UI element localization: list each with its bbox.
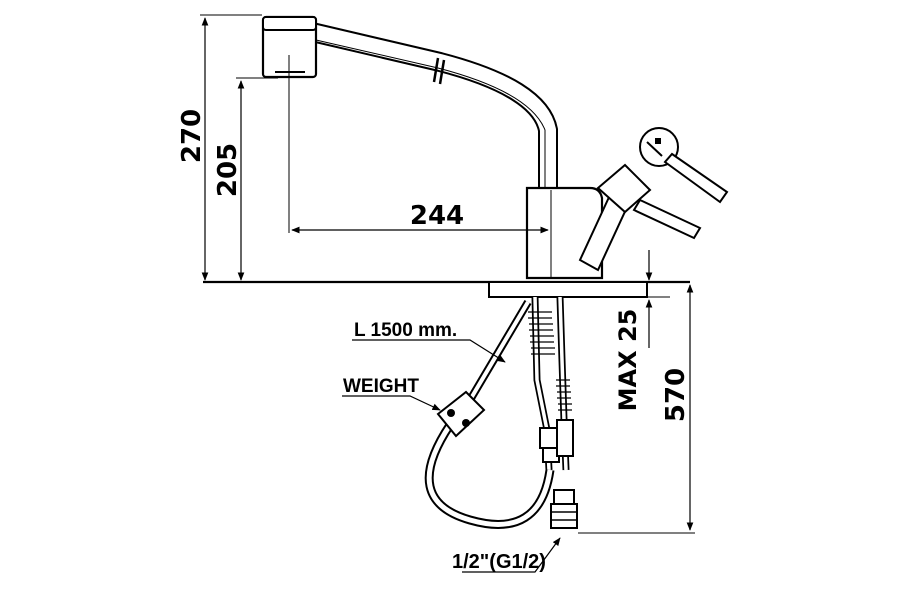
handle-lever (596, 163, 702, 240)
faucet-body (525, 186, 630, 280)
leader-lines (342, 339, 561, 573)
label-270: 270 (177, 109, 207, 163)
dimension-570 (578, 284, 695, 534)
dimension-max25 (630, 250, 670, 348)
dimension-205 (236, 77, 278, 281)
label-weight: WEIGHT (343, 376, 419, 397)
label-570: 570 (661, 368, 691, 422)
handle-detail (639, 127, 729, 204)
label-244: 244 (410, 201, 464, 231)
hose-weight (436, 390, 486, 438)
label-hose-length: L 1500 mm. (354, 320, 457, 341)
dimension-270 (200, 14, 262, 281)
spout (309, 22, 558, 190)
dimension-244 (288, 55, 549, 234)
label-connection-thread: 1/2"(G1/2) (452, 551, 546, 573)
label-max25: MAX 25 (614, 309, 642, 412)
label-205: 205 (213, 143, 243, 197)
hose-fittings (539, 419, 578, 529)
base-flange (488, 281, 648, 298)
spout-head (261, 15, 318, 79)
